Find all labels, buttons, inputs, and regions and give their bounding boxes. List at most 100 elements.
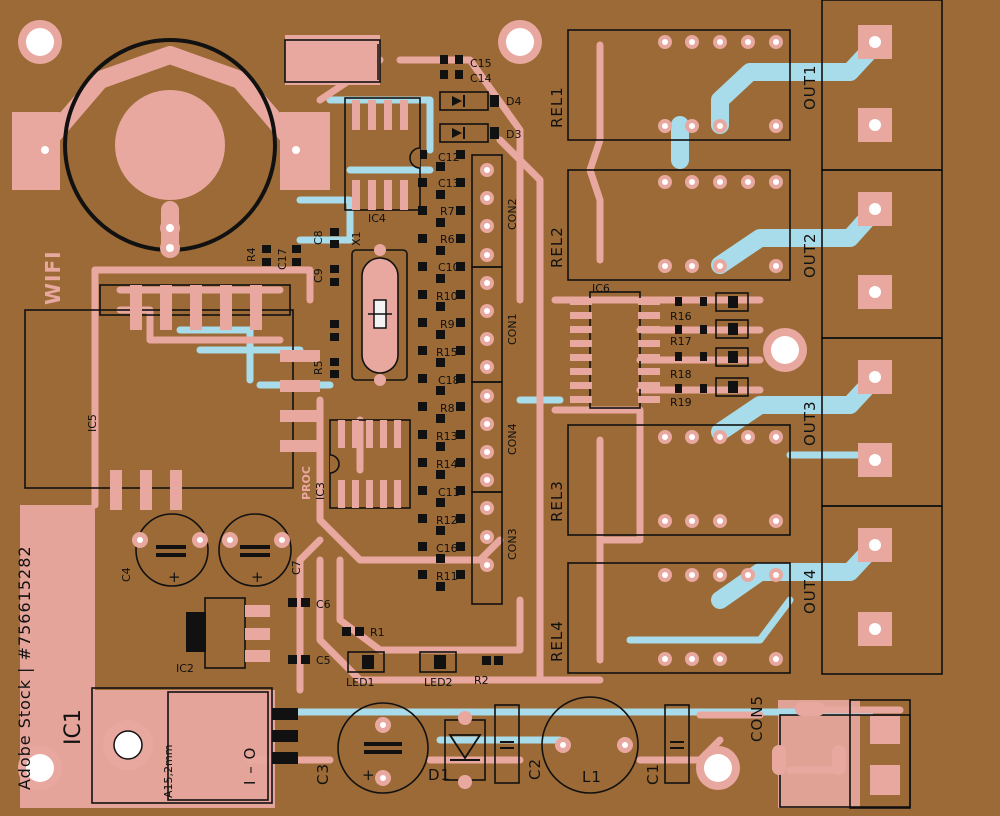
smd-pad: [436, 386, 445, 395]
smd-pad: [456, 178, 465, 187]
smd-pad: [418, 402, 427, 411]
misc-smd: R4 C17 C8 C9 R8 R5 C6 C5 R1 LED1 LED2 R2: [245, 39, 503, 689]
header-pin-drill: [484, 195, 490, 201]
inductor-l1: L1: [541, 696, 639, 794]
rel4-label: REL4: [548, 620, 566, 662]
smd-pad: [456, 402, 465, 411]
smd-pad: [418, 542, 427, 551]
relay-pad-drill: [689, 434, 695, 440]
header-pin-drill: [484, 421, 490, 427]
smd-pad: [436, 218, 445, 227]
diode-d1: D1: [428, 711, 486, 789]
smd-pad: [456, 290, 465, 299]
smd-pad: [456, 206, 465, 215]
header-pin-drill: [484, 449, 490, 455]
relay-pad-drill: [773, 123, 779, 129]
crystal-x1: X1: [350, 231, 408, 386]
con1-label: CON1: [506, 313, 519, 345]
header-pin-drill: [484, 364, 490, 370]
relay-pad-drill: [717, 656, 723, 662]
x1-label: X1: [350, 231, 363, 246]
capacitor-c1: C1: [644, 704, 690, 785]
r10-label: R10: [436, 290, 458, 303]
c3-plus: +: [362, 766, 376, 784]
smd-pad: [456, 542, 465, 551]
relay-pad-drill: [745, 572, 751, 578]
c10-label: C10: [438, 261, 460, 274]
c5-label: C5: [316, 654, 331, 667]
header-pin-drill: [484, 223, 490, 229]
ic4-label: IC4: [368, 212, 386, 225]
out3-label: OUT3: [801, 401, 819, 447]
c6-label: C6: [316, 598, 331, 611]
r8-label: R8: [440, 402, 455, 415]
smd-pad: [456, 486, 465, 495]
relay-pad-drill: [717, 572, 723, 578]
rel1-label: REL1: [548, 86, 566, 128]
r2-label: R2: [474, 674, 489, 687]
relay-pad-drill: [689, 263, 695, 269]
c11-label: C11: [438, 486, 460, 499]
c9-label: C9: [312, 268, 325, 283]
r5-label: R5: [312, 360, 325, 375]
ic3-label: IC3: [314, 482, 327, 500]
smd-pad: [418, 458, 427, 467]
ic1-regulator: IC1 I – O A15,2mm: [61, 687, 298, 804]
relay-pad-drill: [689, 518, 695, 524]
smd-pad: [418, 514, 427, 523]
header-pin-drill: [484, 562, 490, 568]
capacitor-c4: + C4: [120, 513, 209, 587]
relay-pad-drill: [717, 518, 723, 524]
smd-pad: [456, 570, 465, 579]
c16-label: C16: [436, 542, 458, 555]
c4-plus: +: [168, 568, 182, 586]
smd-pad: [418, 486, 427, 495]
smd-pad: [436, 582, 445, 591]
rel3-label: REL3: [548, 480, 566, 522]
r18-label: R18: [670, 368, 692, 381]
smd-pad: [418, 430, 427, 439]
r14-label: R14: [436, 458, 458, 471]
ic2-regulator: IC2: [176, 597, 270, 675]
l1-label: L1: [582, 768, 602, 786]
r17-label: R17: [670, 335, 692, 348]
relay-pad-drill: [717, 434, 723, 440]
d1-label: D1: [428, 766, 451, 784]
c13-label: C13: [438, 177, 460, 190]
ic6-label: IC6: [592, 282, 610, 295]
proc-label: PROC: [300, 466, 313, 500]
r11-label: R11: [436, 570, 458, 583]
header-pin-drill: [484, 252, 490, 258]
smd-pad: [436, 330, 445, 339]
output-terminals: OUT1 OUT2 OUT3 OUT4: [801, 0, 943, 675]
smd-column: [418, 150, 465, 591]
ic1-io-label: I – O: [241, 747, 259, 785]
capacitor-c7: + C7: [218, 513, 303, 587]
c4-label: C4: [120, 567, 133, 582]
relay-pad-drill: [717, 263, 723, 269]
c17-label: C17: [276, 248, 289, 270]
smd-pad: [418, 290, 427, 299]
header-pin-drill: [484, 167, 490, 173]
relay-pad-drill: [745, 39, 751, 45]
ic4-chip: IC4: [344, 97, 421, 225]
smd-pad: [456, 346, 465, 355]
relay-pad-drill: [773, 179, 779, 185]
mounting-holes: [18, 20, 807, 790]
relay-pad-drill: [745, 434, 751, 440]
c3-label: C3: [314, 763, 332, 785]
header-pin-drill: [484, 393, 490, 399]
relay-pad-drill: [717, 39, 723, 45]
smd-pad: [436, 498, 445, 507]
out1-label: OUT1: [801, 65, 819, 111]
header-pin-drill: [484, 280, 490, 286]
relay-pad-drill: [662, 123, 668, 129]
relay-pad-drill: [773, 572, 779, 578]
relay-pad-drill: [773, 39, 779, 45]
relay-pad-drill: [662, 179, 668, 185]
out2-label: OUT2: [801, 233, 819, 279]
header-pin-drill: [484, 308, 490, 314]
r12-label: R12: [436, 514, 458, 527]
led2-label: LED2: [424, 676, 453, 689]
